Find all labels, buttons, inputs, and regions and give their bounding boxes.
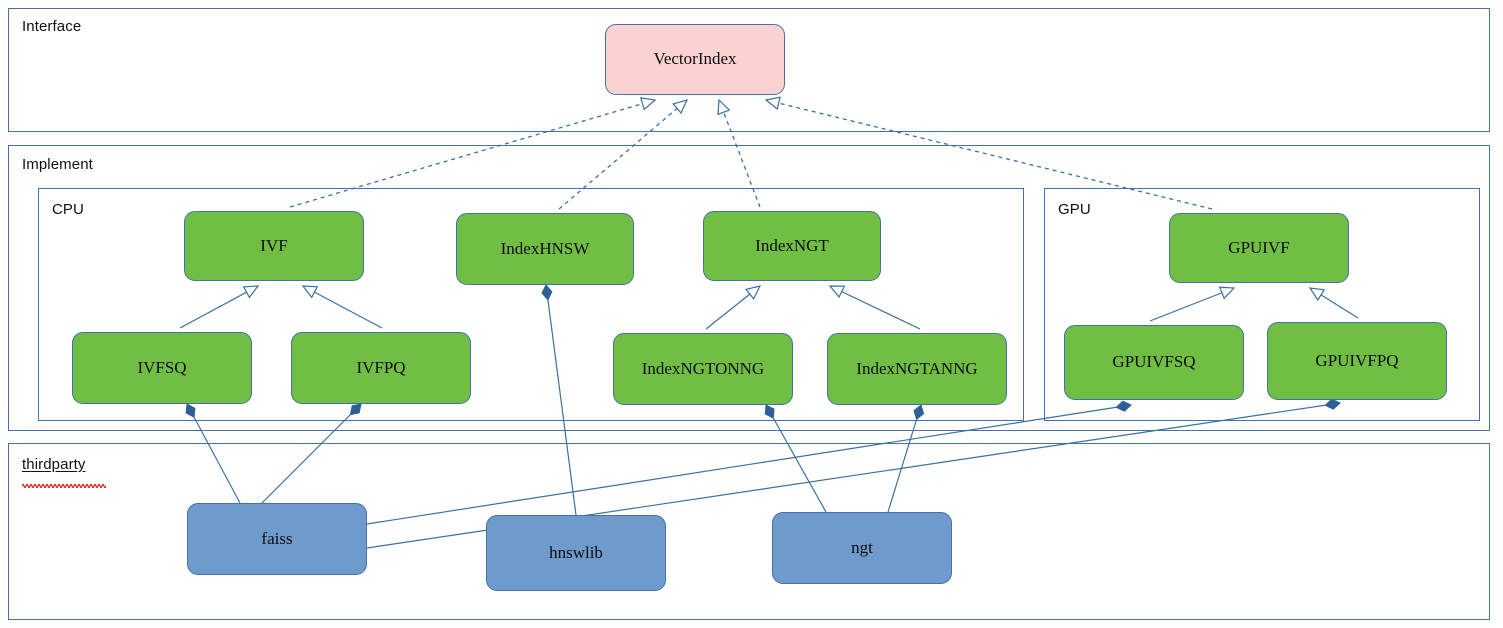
class-node-ngt[interactable]: ngt <box>772 512 952 584</box>
class-node-label: GPUIVFPQ <box>1315 350 1399 370</box>
container-label-thirdparty: thirdparty <box>22 456 86 473</box>
class-node-label: GPUIVFSQ <box>1112 352 1196 372</box>
container-label-implement: Implement <box>22 156 93 173</box>
class-node-label: IVFPQ <box>356 357 406 377</box>
class-node-faiss[interactable]: faiss <box>187 503 367 575</box>
class-node-label: IndexNGTANNG <box>856 358 978 378</box>
class-node-label: IndexNGTONNG <box>641 358 765 378</box>
class-node-ivfpq[interactable]: IVFPQ <box>291 332 471 404</box>
class-node-label: faiss <box>261 528 293 548</box>
container-label-interface: Interface <box>22 18 82 35</box>
class-node-label: GPUIVF <box>1228 237 1290 257</box>
class-node-label: VectorIndex <box>653 49 737 69</box>
spellcheck-underline <box>21 475 107 489</box>
class-node-gpuivfpq[interactable]: GPUIVFPQ <box>1267 322 1447 400</box>
class-node-gpuivfsq[interactable]: GPUIVFSQ <box>1064 325 1244 400</box>
class-node-indexngtonng[interactable]: IndexNGTONNG <box>613 333 793 405</box>
class-node-indexngtanng[interactable]: IndexNGTANNG <box>827 333 1007 405</box>
class-node-hnswlib[interactable]: hnswlib <box>486 515 666 591</box>
class-node-label: IVF <box>260 235 288 255</box>
class-node-label: IVFSQ <box>137 357 187 377</box>
class-node-ivf[interactable]: IVF <box>184 211 364 281</box>
class-node-vectorindex[interactable]: VectorIndex <box>605 24 785 95</box>
class-node-indexngt[interactable]: IndexNGT <box>703 211 881 281</box>
class-node-label: IndexHNSW <box>500 238 590 258</box>
container-label-gpu: GPU <box>1058 201 1091 218</box>
container-label-cpu: CPU <box>52 201 84 218</box>
class-node-label: ngt <box>851 537 873 557</box>
class-node-indexhnsw[interactable]: IndexHNSW <box>456 213 634 285</box>
class-node-ivfsq[interactable]: IVFSQ <box>72 332 252 404</box>
class-node-label: IndexNGT <box>755 235 829 255</box>
class-node-label: hnswlib <box>549 542 603 562</box>
class-node-gpuivf[interactable]: GPUIVF <box>1169 213 1349 283</box>
